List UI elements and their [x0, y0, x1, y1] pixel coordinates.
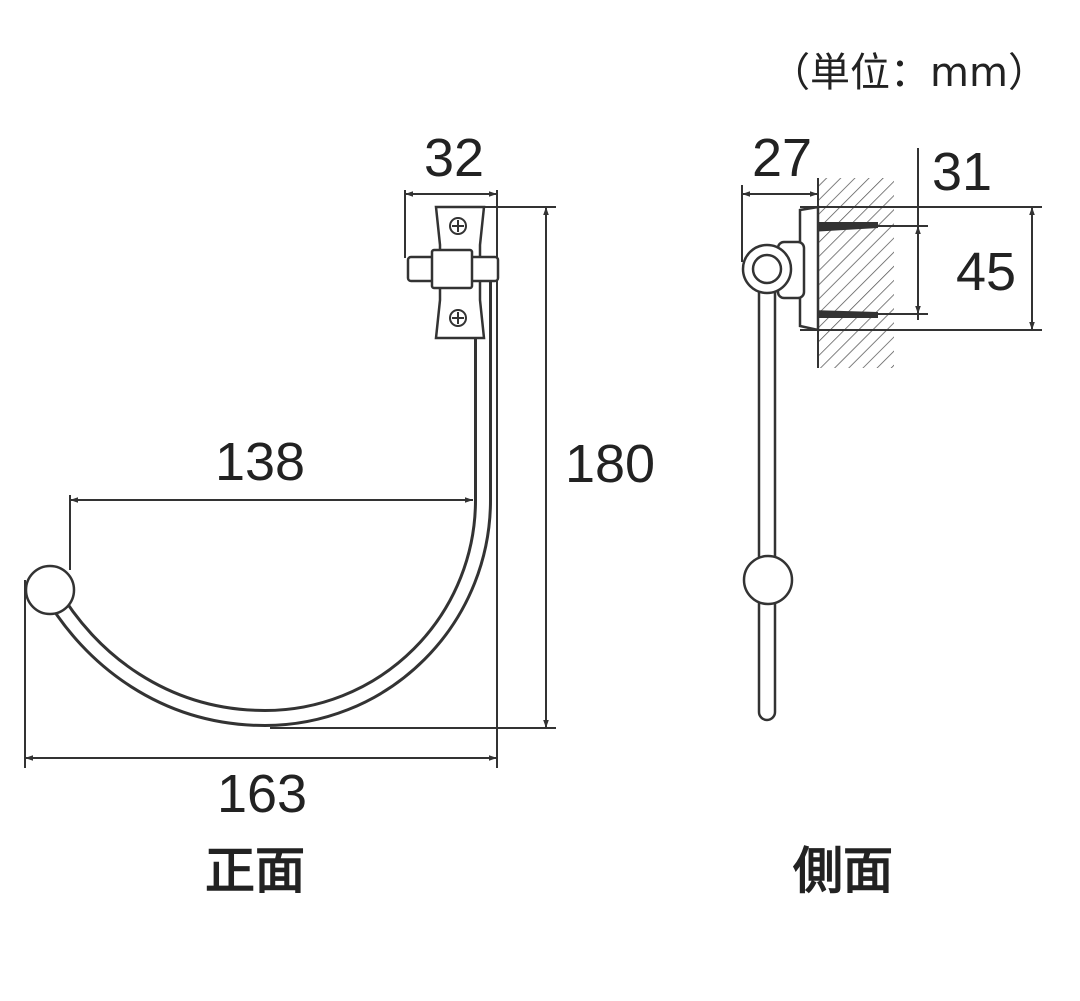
screw-icon-side-bottom — [810, 310, 878, 318]
front-view: 32 138 180 163 正面 — [24, 128, 655, 900]
screw-icon-bottom — [449, 309, 467, 327]
side-view-label: 側面 — [792, 842, 893, 900]
unit-label: （単位：mm） — [770, 50, 1048, 96]
mounting-collar-center — [430, 248, 474, 290]
dim-text-base-depth: 31 — [932, 142, 992, 202]
side-top-knob-inner — [751, 253, 783, 285]
dim-text-overall-width: 163 — [217, 764, 307, 824]
screw-icon-side-top — [810, 222, 878, 232]
dim-text-bracket-width: 32 — [424, 128, 484, 188]
side-end-knob — [742, 554, 794, 606]
wall-hatch — [818, 178, 894, 368]
dim-text-projection: 27 — [752, 128, 812, 188]
front-view-label: 正面 — [205, 842, 305, 900]
dim-text-height: 180 — [565, 434, 655, 494]
end-knob — [24, 564, 76, 616]
dim-text-inner-reach: 138 — [215, 432, 305, 492]
side-rod — [757, 266, 777, 722]
dim-text-plate-height: 45 — [956, 242, 1016, 302]
screw-icon-top — [449, 217, 467, 235]
hook-rod — [44, 276, 489, 725]
side-view: 27 31 45 側面 — [741, 128, 1042, 900]
